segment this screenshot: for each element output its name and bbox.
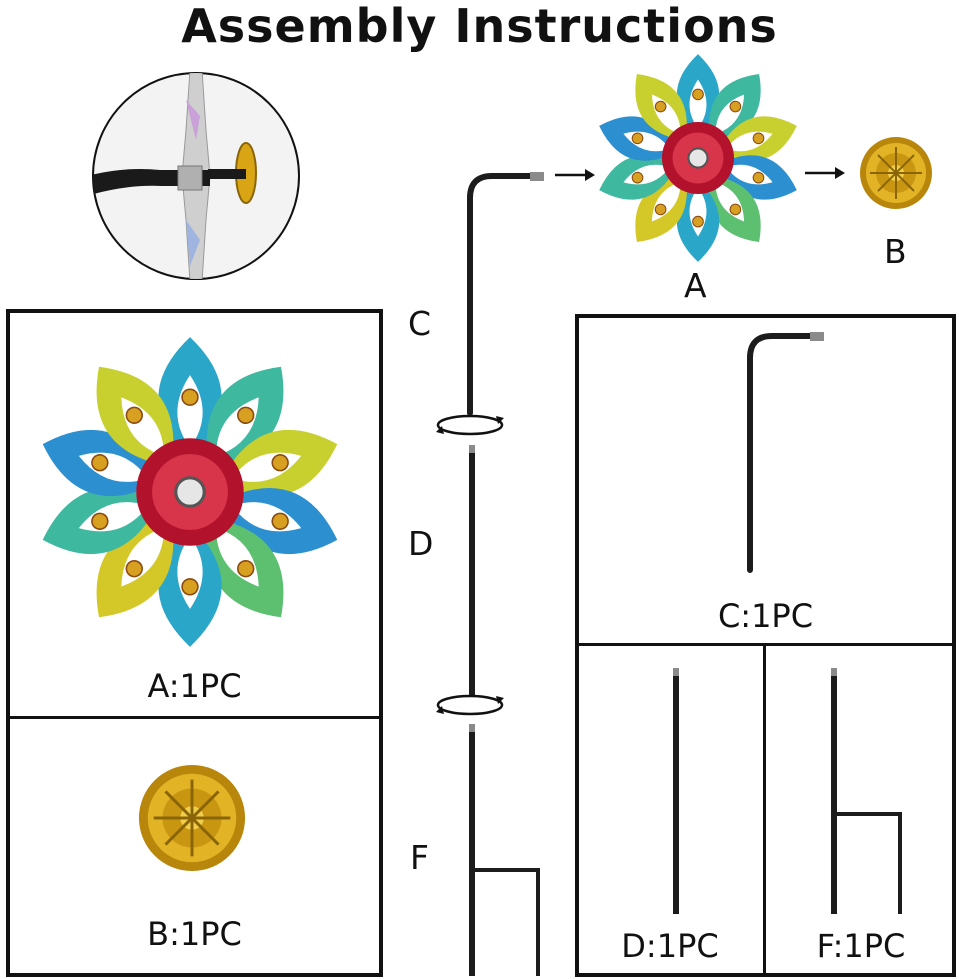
rotate-arrow-icon [436,414,504,436]
assembly-label-d: D [408,524,434,563]
part-box-left [6,309,383,977]
pinwheel-a-large-icon [42,337,338,647]
part-caption-f: F:1PC [816,927,906,965]
assembly-detail-circle [92,72,300,280]
cap-b-large-icon [138,764,246,872]
arrow-icon [555,169,595,181]
part-caption-b: B:1PC [147,915,242,953]
pinwheel-a-icon [599,54,797,262]
arrow-icon [805,167,845,179]
part-caption-d: D:1PC [621,927,719,965]
cap-b-icon [860,137,932,209]
page-title: Assembly Instructions [181,0,778,53]
assembly-stake-f [469,724,540,976]
part-stake-c [747,332,824,573]
part-caption-c: C:1PC [717,597,814,635]
assembly-label-a: A [684,266,707,305]
part-caption-a: A:1PC [147,667,242,705]
assembly-stake-d [469,445,475,695]
part-stake-f [831,668,902,914]
divider [763,643,766,977]
assembly-label-b: B [884,232,907,271]
divider [6,716,383,719]
rotate-arrow-icon [436,694,504,716]
assembly-stake-c [467,172,544,416]
assembly-label-c: C [408,304,432,343]
assembly-label-f: F [410,838,429,877]
part-stake-d [673,668,679,914]
